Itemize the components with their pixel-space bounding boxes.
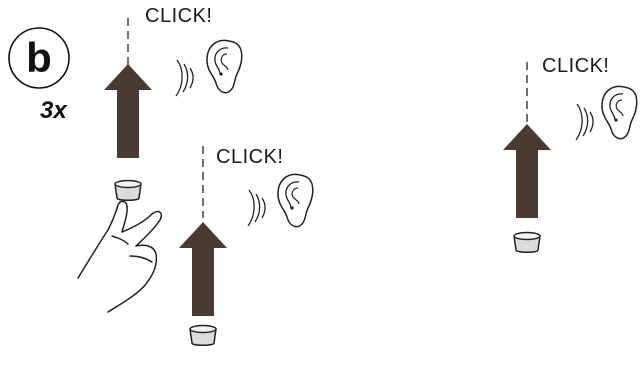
hand-icon — [78, 201, 161, 312]
click-label-3: CLICK! — [542, 55, 609, 78]
panel-2 — [179, 146, 313, 345]
click-label-1: CLICK! — [145, 5, 212, 28]
cup-icon — [514, 233, 540, 253]
sound-waves-icon — [576, 104, 593, 140]
panel-3 — [503, 62, 637, 252]
ear-icon — [602, 86, 637, 138]
sound-waves-icon — [248, 190, 265, 226]
repeat-count: 3x — [40, 97, 67, 125]
ear-icon — [207, 40, 242, 92]
click-label-2: CLICK! — [216, 146, 283, 169]
ear-icon — [278, 174, 313, 226]
up-arrow-icon — [503, 124, 551, 218]
up-arrow-icon — [179, 222, 227, 316]
sound-waves-icon — [176, 60, 193, 96]
cup-icon — [190, 326, 216, 346]
panel-1 — [104, 18, 242, 200]
up-arrow-icon — [104, 64, 152, 158]
step-letter: b — [9, 28, 69, 88]
cup-icon — [115, 181, 141, 201]
